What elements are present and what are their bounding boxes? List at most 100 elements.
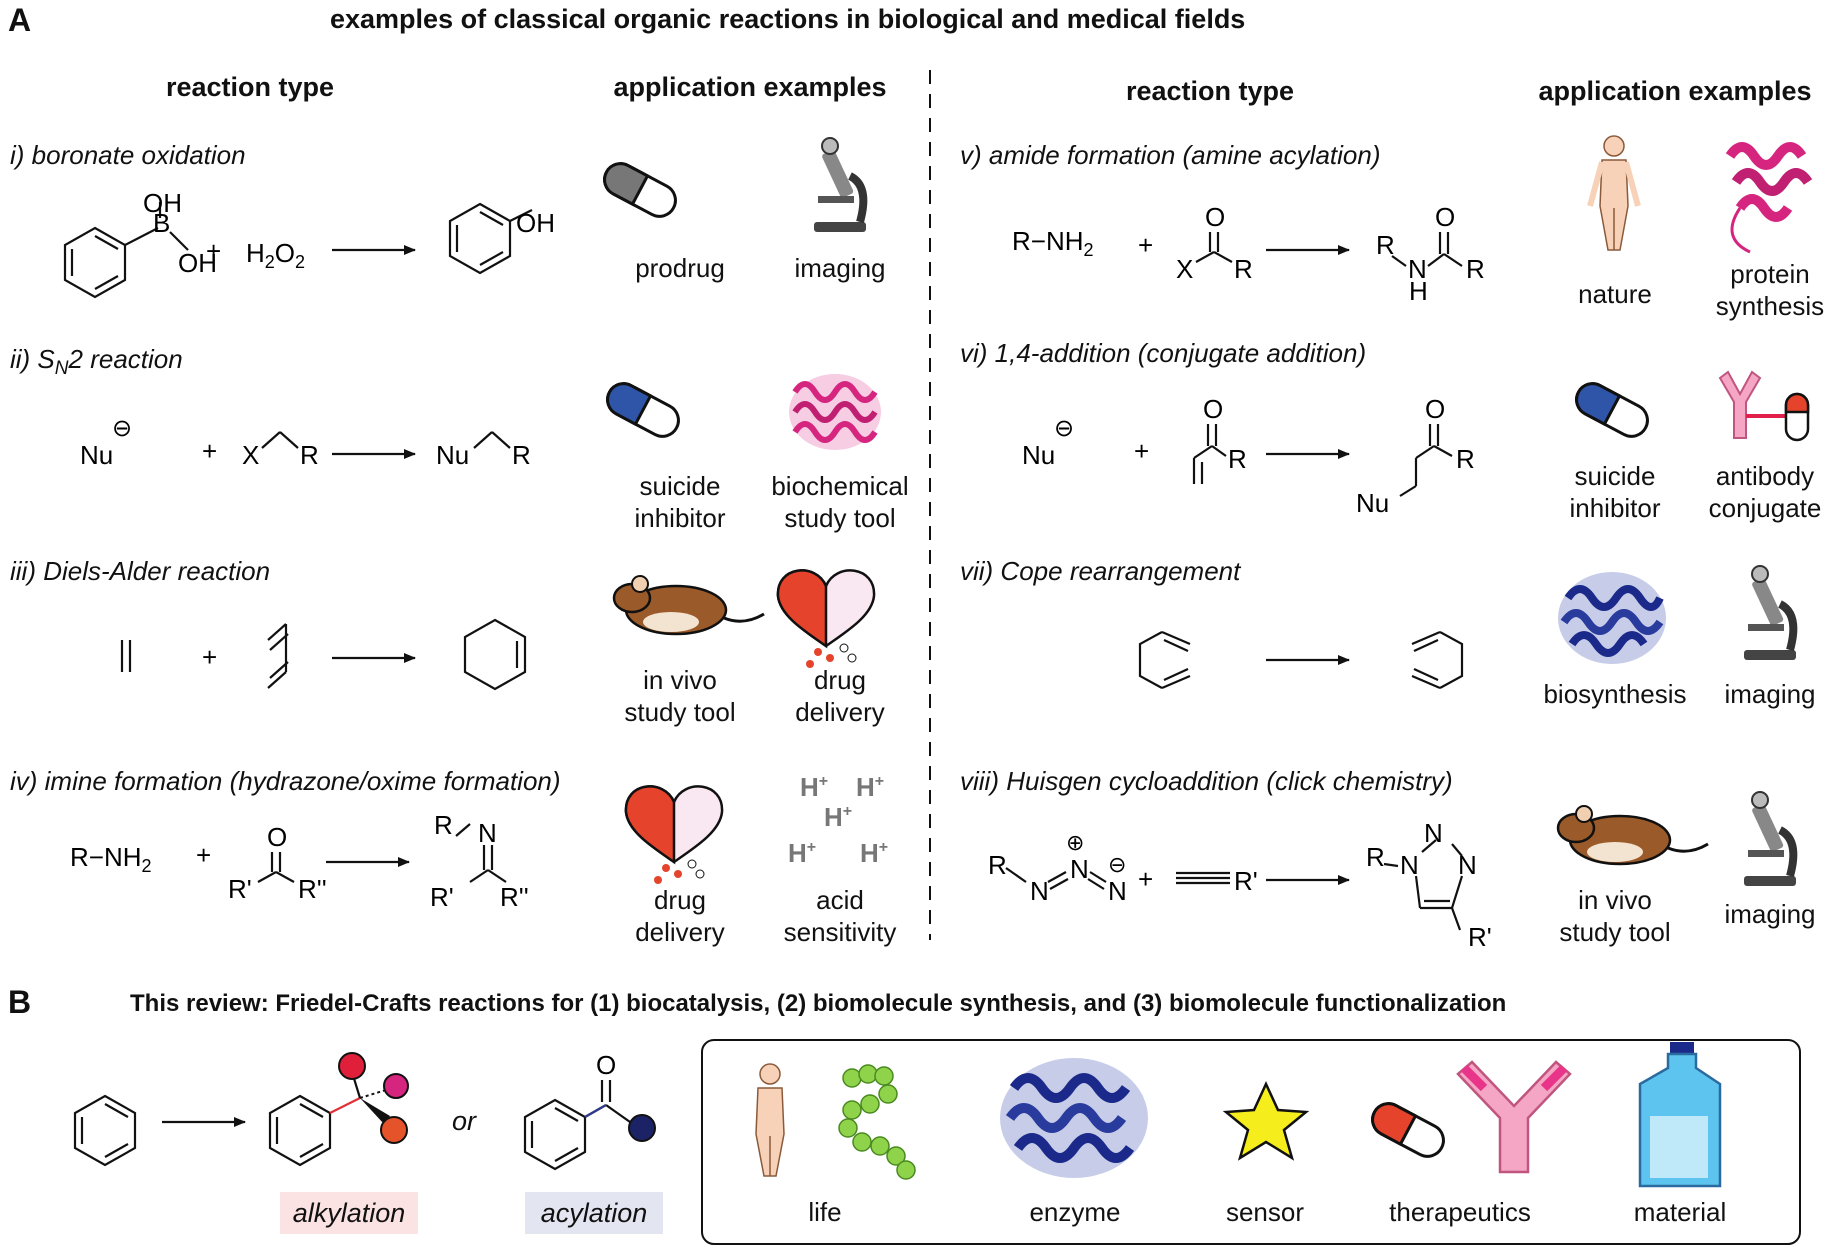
alkylation-label: alkylation xyxy=(280,1192,418,1234)
acylation-label: acylation xyxy=(525,1192,663,1234)
box-label-enzyme: enzyme xyxy=(1029,1197,1121,1227)
reaction-iv-r1: R' xyxy=(228,874,252,904)
heart-drug-icon xyxy=(624,785,724,884)
app-label-prodrug: prodrug xyxy=(635,253,725,283)
alkylation-bond xyxy=(329,1097,361,1114)
reaction-iv-plus: + xyxy=(196,840,211,870)
capsule-icon xyxy=(1371,1102,1445,1158)
mouse-icon xyxy=(612,575,765,636)
reaction-title-ii-pre: ii) S xyxy=(10,344,55,374)
reaction-i-oh-bottom: OH xyxy=(178,248,217,278)
reaction-vi-scheme xyxy=(1192,424,1453,497)
reaction-ii-x: X xyxy=(242,440,259,470)
protein-helix-icon xyxy=(1725,142,1813,254)
alkyl-ball-orange xyxy=(380,1116,408,1144)
reaction-viii-plus: + xyxy=(1138,864,1153,894)
h-plus-5: H+ xyxy=(860,838,888,868)
h-plus-2: H+ xyxy=(856,772,884,802)
reaction-iv-product-n: N xyxy=(478,818,497,848)
reaction-viii-plus-charge: ⊕ xyxy=(1066,830,1084,855)
bottle-icon xyxy=(1638,1042,1722,1188)
capsule-icon xyxy=(606,382,680,438)
reaction-i-product-oh: OH xyxy=(516,208,555,238)
reaction-title-ii-sub: N xyxy=(54,358,69,380)
h2o2-2a: 2 xyxy=(265,252,275,272)
antibody-icon xyxy=(1456,1060,1572,1174)
reaction-ii-plus: + xyxy=(202,436,217,466)
app-label-imaging-i: imaging xyxy=(794,253,886,283)
microscope-icon xyxy=(814,137,868,232)
reaction-viii-product-r: R xyxy=(1366,842,1385,872)
heart-drug-icon xyxy=(776,569,876,668)
antibody-icon xyxy=(1718,370,1810,442)
reaction-vi-o: O xyxy=(1203,394,1223,424)
reaction-title-iv: iv) imine formation (hydrazone/oxime for… xyxy=(10,766,561,796)
microscope-icon xyxy=(1744,565,1798,660)
acylation-o: O xyxy=(596,1050,616,1080)
app-label-biochemical-study-tool: biochemical study tool xyxy=(771,471,909,533)
reaction-title-i: i) boronate oxidation xyxy=(10,140,246,170)
iv-r: R xyxy=(70,842,89,872)
reaction-iii-plus: + xyxy=(202,642,217,672)
alkyl-ball-red xyxy=(338,1052,366,1080)
reaction-vi-nu: Nu xyxy=(1022,440,1055,470)
h-plus-1: H+ xyxy=(800,772,828,802)
alkylation-bond-3 xyxy=(360,1098,390,1124)
human-body-icon xyxy=(755,1063,785,1177)
reaction-v-rnh2: R−NH2 xyxy=(1012,226,1094,260)
reaction-iv-scheme xyxy=(257,823,507,883)
panel-b-title: This review: Friedel-Crafts reactions fo… xyxy=(130,990,1507,1017)
reaction-iv-product-r1: R' xyxy=(430,882,454,912)
reaction-title-ii-post: 2 reaction xyxy=(68,344,183,374)
capsule-icon xyxy=(603,162,677,218)
reaction-v-product-o: O xyxy=(1435,202,1455,232)
review-box xyxy=(701,1039,1801,1245)
reaction-i-oh-top: OH xyxy=(143,188,182,218)
reaction-viii-n1: N xyxy=(1030,876,1049,906)
panel-b-scheme xyxy=(73,1080,631,1171)
or-label: or xyxy=(452,1106,477,1136)
app-label-antibody-conjugate: antibody conjugate xyxy=(1708,461,1822,523)
reaction-v-product-h: H xyxy=(1409,276,1428,306)
reaction-viii-product-n3: N xyxy=(1458,850,1477,880)
reaction-title-ii: ii) SN2 reaction xyxy=(10,344,183,380)
reaction-ii-nu: Nu xyxy=(80,440,113,470)
reaction-viii-product-n1: N xyxy=(1400,850,1419,880)
protein-helix-icon xyxy=(789,374,881,450)
reaction-viii-scheme xyxy=(1005,839,1464,931)
app-label-drug-delivery-iii: drug delivery xyxy=(795,665,885,727)
reaction-vi-product-o: O xyxy=(1425,394,1445,424)
v-nh: NH xyxy=(1046,226,1084,256)
reaction-vi-product-r: R xyxy=(1456,444,1475,474)
h-plus-3: H+ xyxy=(824,802,852,832)
reaction-viii-product-r1: R' xyxy=(1468,922,1492,952)
h2o2-h: H xyxy=(246,238,265,268)
h2o2-o: O xyxy=(275,238,295,268)
enzyme-icon xyxy=(1558,572,1666,664)
app-label-drug-delivery-iv: drug delivery xyxy=(635,885,725,947)
reaction-v-o: O xyxy=(1205,202,1225,232)
acyl-ball-navy xyxy=(628,1114,656,1142)
reaction-vi-r: R xyxy=(1228,444,1247,474)
right-header-reaction-type: reaction type xyxy=(1125,76,1295,106)
peptide-chain-icon xyxy=(838,1064,916,1180)
mouse-icon xyxy=(1556,805,1709,866)
reaction-vi-minus: ⊖ xyxy=(1054,415,1074,442)
reaction-ii-minus: ⊖ xyxy=(112,415,132,442)
v-2: 2 xyxy=(1084,240,1094,260)
panel-a-title: examples of classical organic reactions … xyxy=(330,4,1246,34)
reaction-v-product-r2: R xyxy=(1466,254,1485,284)
app-label-suicide-inhibitor-ii: suicide inhibitor xyxy=(634,471,726,533)
reaction-title-vi: vi) 1,4-addition (conjugate addition) xyxy=(960,338,1367,368)
reaction-vi-product-nu: Nu xyxy=(1356,488,1389,518)
reaction-title-viii: viii) Huisgen cycloaddition (click chemi… xyxy=(960,766,1453,796)
reaction-title-vii: vii) Cope rearrangement xyxy=(960,556,1241,586)
panel-b-letter: B xyxy=(8,984,32,1020)
reaction-i-h2o2: H2O2 xyxy=(246,238,305,272)
reaction-ii-product-r: R xyxy=(512,440,531,470)
microscope-icon xyxy=(1744,791,1798,886)
reaction-viii-minus-charge: ⊖ xyxy=(1108,852,1126,877)
reaction-viii-product-n2: N xyxy=(1424,818,1443,848)
reaction-iv-product-r: R xyxy=(434,810,453,840)
